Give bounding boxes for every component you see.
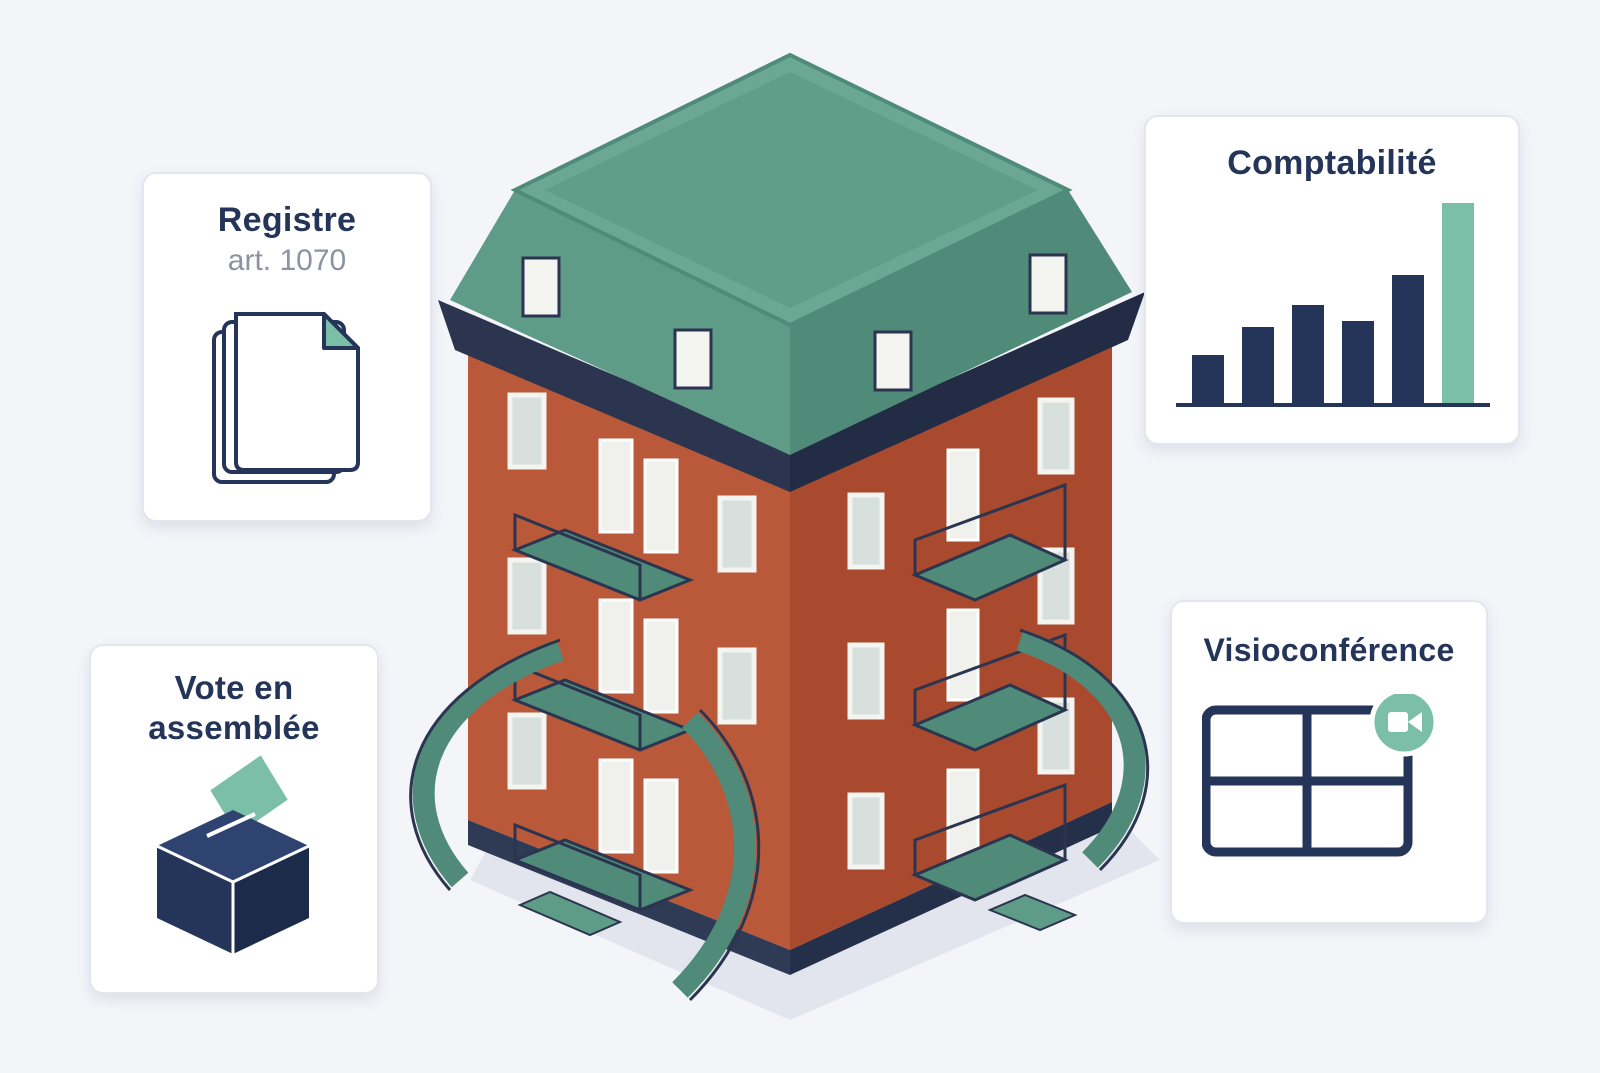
registre-subtitle: art. 1070 bbox=[227, 244, 347, 277]
right-balconies bbox=[911, 533, 1069, 902]
bar-chart-bar bbox=[1442, 203, 1474, 403]
vote-title-line2: assemblée bbox=[148, 709, 320, 746]
bar-chart-bar bbox=[1392, 275, 1424, 403]
right-wall-doors bbox=[946, 448, 980, 862]
left-spiral-stair-rail bbox=[409, 638, 561, 891]
ballot-box-icon bbox=[156, 754, 310, 954]
video-grid-icon bbox=[1202, 694, 1439, 857]
bar-chart-bar bbox=[1342, 321, 1374, 403]
vote-card[interactable]: Vote en assemblée bbox=[89, 644, 379, 994]
comptabilite-title: Comptabilité bbox=[1227, 144, 1437, 182]
cornice-right bbox=[790, 292, 1145, 492]
comptabilite-card[interactable]: Comptabilité bbox=[1144, 115, 1520, 445]
right-spiral-stair bbox=[1016, 629, 1146, 868]
center-stair bbox=[672, 712, 756, 998]
roof-top-inner bbox=[545, 72, 1038, 308]
dormer-windows bbox=[521, 253, 1068, 392]
registre-title: Registre bbox=[217, 201, 357, 239]
camera-icon bbox=[1388, 712, 1408, 732]
visio-card[interactable]: Visioconférence bbox=[1170, 600, 1488, 924]
left-railings bbox=[513, 512, 642, 910]
center-stair-rail bbox=[688, 708, 761, 1002]
right-wall-windows bbox=[847, 397, 1075, 870]
bar-chart-bar bbox=[1192, 355, 1224, 403]
front-steps bbox=[517, 890, 1078, 937]
bar-chart-bar bbox=[1242, 327, 1274, 403]
left-wall-windows bbox=[507, 392, 757, 790]
left-spiral-stair bbox=[412, 639, 564, 888]
document-stack-icon bbox=[212, 312, 360, 484]
bar-chart-icon bbox=[1176, 203, 1490, 407]
left-wall-doors bbox=[598, 438, 679, 874]
visio-title: Visioconférence bbox=[1203, 632, 1455, 668]
left-balconies bbox=[510, 528, 695, 912]
vote-title-line1: Vote en bbox=[174, 669, 294, 706]
cornice-left bbox=[438, 300, 790, 492]
bar-chart-bar bbox=[1292, 305, 1324, 403]
right-spiral-stair-rail bbox=[1019, 628, 1149, 872]
registre-card[interactable]: Registre art. 1070 bbox=[142, 172, 432, 522]
